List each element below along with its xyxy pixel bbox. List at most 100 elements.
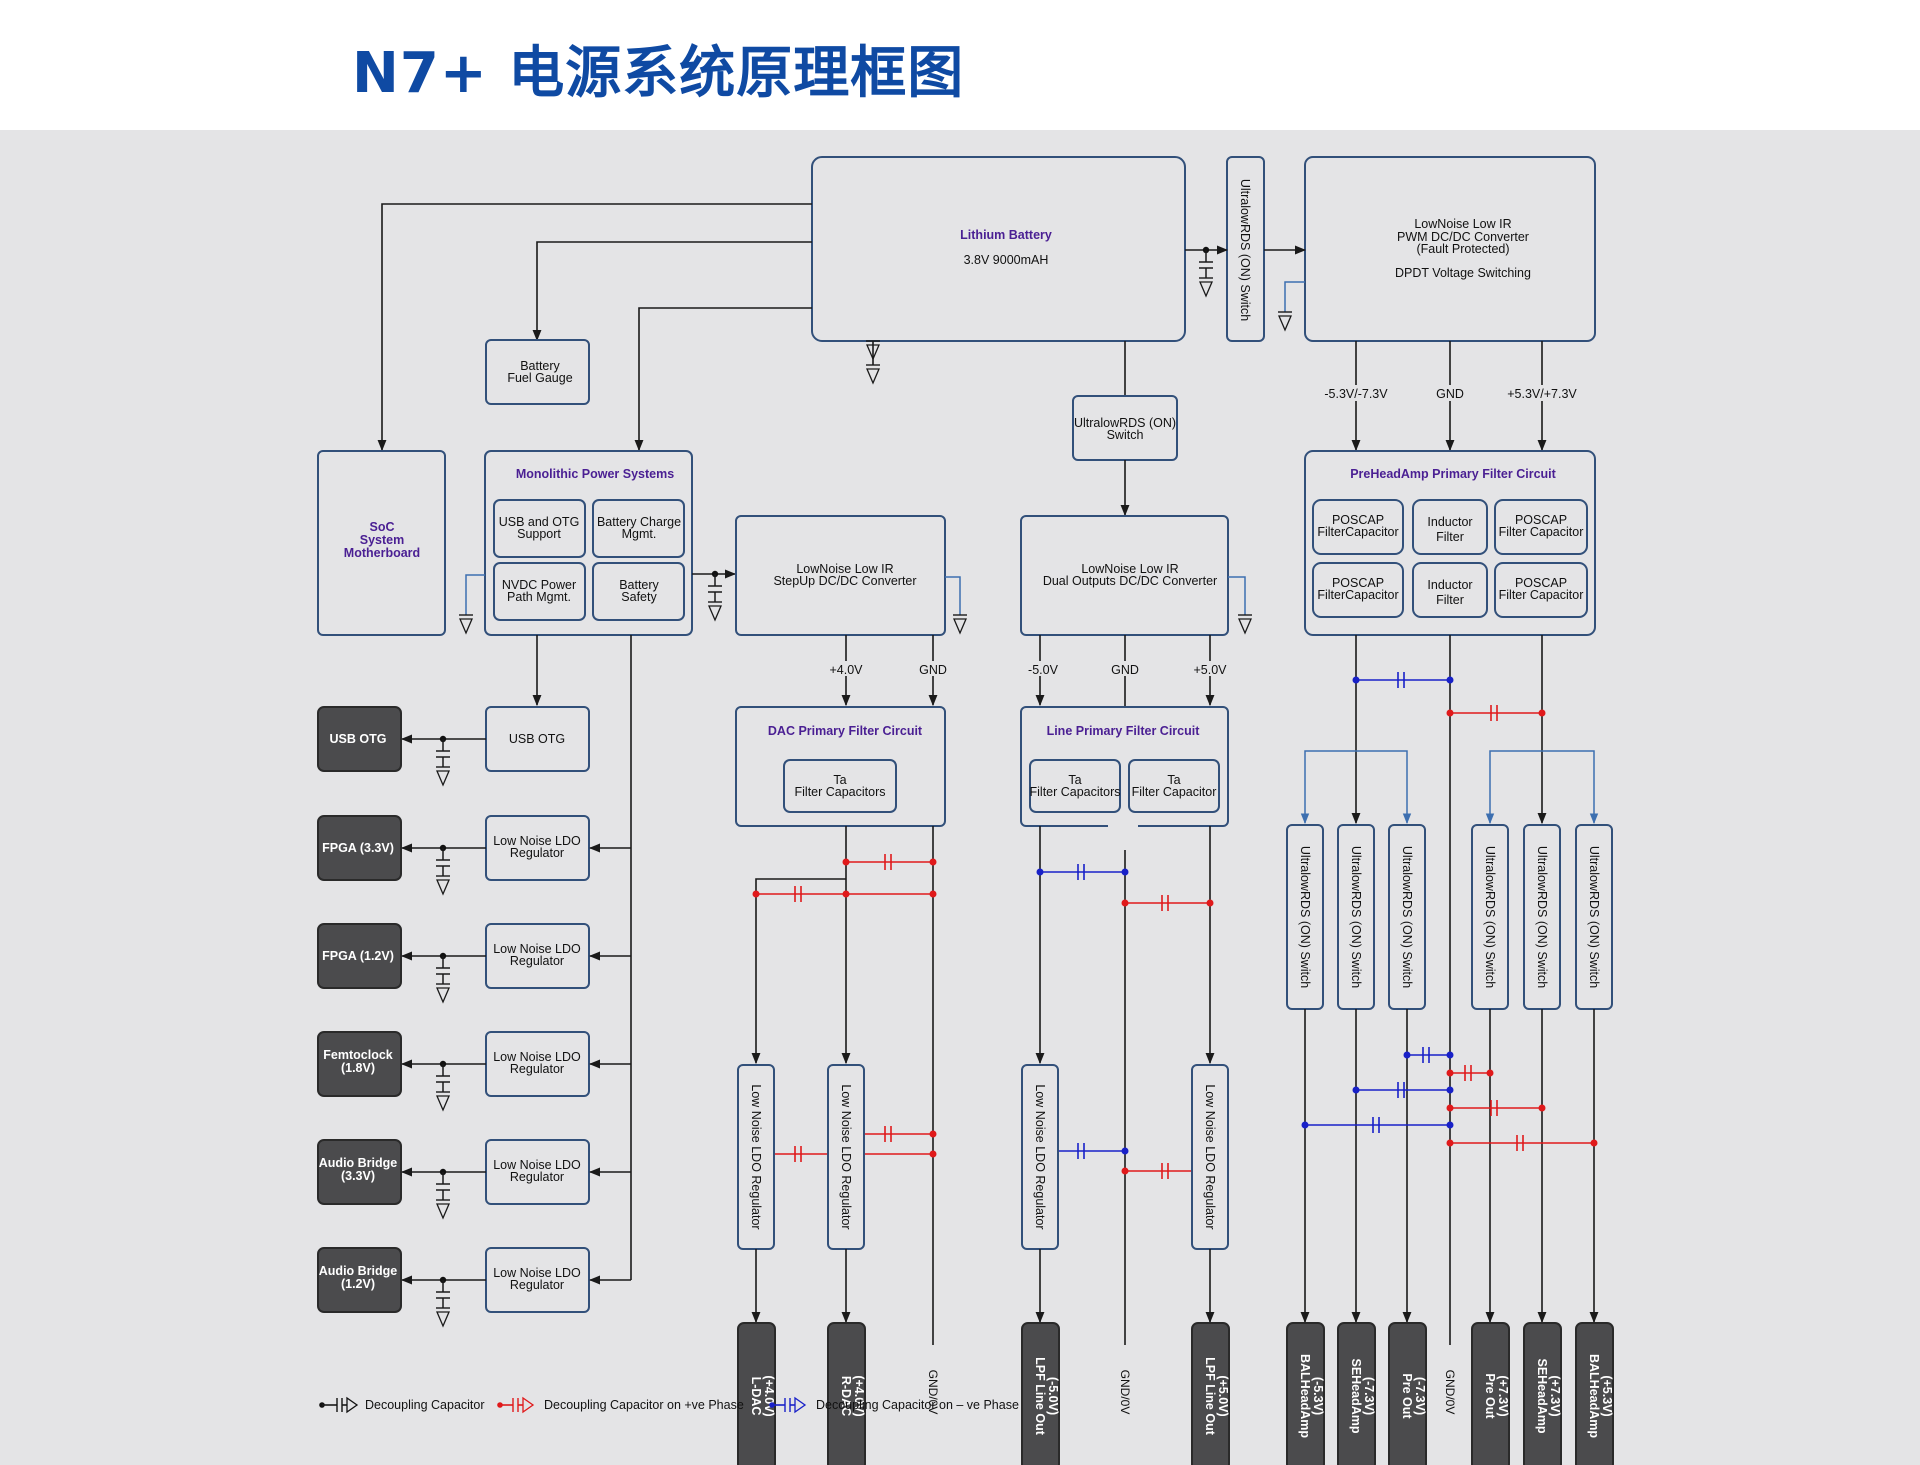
top-switch-label: UltralowRDS (ON) Switch <box>1238 179 1252 321</box>
svg-text:Safety: Safety <box>621 590 657 604</box>
svg-text:(-5.0V): (-5.0V) <box>1046 1377 1060 1415</box>
svg-text:FPGA (1.2V): FPGA (1.2V) <box>322 949 394 963</box>
svg-text:(+7.3V): (+7.3V) <box>1496 1375 1510 1416</box>
svg-text:Filter: Filter <box>1436 530 1464 544</box>
svg-text:Battery: Battery <box>520 359 560 373</box>
preheadamp-filter: PreHeadAmp Primary Filter Circuit POSCAP… <box>1304 450 1596 636</box>
svg-text:Low Noise LDO: Low Noise LDO <box>493 834 581 848</box>
svg-text:UltralowRDS (ON) Switch: UltralowRDS (ON) Switch <box>1535 846 1549 988</box>
svg-text:(+7.3V): (+7.3V) <box>1548 1375 1562 1416</box>
svg-text:GND: GND <box>1436 387 1464 401</box>
svg-text:Femtoclock: Femtoclock <box>323 1048 393 1062</box>
svg-text:Motherboard: Motherboard <box>344 546 420 560</box>
fuel-gauge: Battery Fuel Gauge <box>485 339 590 405</box>
svg-text:Switch: Switch <box>1107 428 1144 442</box>
switch-2: UltralowRDS (ON) Switch <box>1337 824 1375 1010</box>
svg-text:Low Noise LDO: Low Noise LDO <box>493 1050 581 1064</box>
out-se-neg: SEHeadAmp (-7.3V) <box>1337 1322 1376 1465</box>
svg-text:Filter Capacitor: Filter Capacitor <box>1499 525 1584 539</box>
svg-text:Pre Out: Pre Out <box>1483 1373 1497 1419</box>
svg-text:NVDC Power: NVDC Power <box>502 578 576 592</box>
pwm-line1: LowNoise Low IR <box>1414 217 1511 231</box>
left-output-audio-bridge-1v2: Audio Bridge (1.2V) <box>317 1247 402 1313</box>
svg-text:System: System <box>360 533 404 547</box>
svg-text:-5.0V: -5.0V <box>1028 663 1059 677</box>
switch-6: UltralowRDS (ON) Switch <box>1575 824 1613 1010</box>
svg-text:LowNoise Low IR: LowNoise Low IR <box>1081 562 1178 576</box>
svg-text:USB and OTG: USB and OTG <box>499 515 580 529</box>
svg-text:UltralowRDS (ON) Switch: UltralowRDS (ON) Switch <box>1349 846 1363 988</box>
svg-text:+5.0V: +5.0V <box>1193 663 1227 677</box>
svg-text:Low Noise LDO Regulator: Low Noise LDO Regulator <box>1203 1084 1217 1229</box>
svg-text:Dual Outputs DC/DC Converter: Dual Outputs DC/DC Converter <box>1043 574 1217 588</box>
svg-text:POSCAP: POSCAP <box>1332 576 1384 590</box>
svg-text:GND/0V: GND/0V <box>1443 1370 1457 1415</box>
pwm-converter: LowNoise Low IR PWM DC/DC Converter (Fau… <box>1304 156 1596 342</box>
svg-text:POSCAP: POSCAP <box>1515 513 1567 527</box>
battery-spec: 3.8V 9000mAH <box>964 253 1049 267</box>
svg-text:+4.0V: +4.0V <box>829 663 863 677</box>
svg-text:UltralowRDS (ON) Switch: UltralowRDS (ON) Switch <box>1483 846 1497 988</box>
page-title: N7+ 电源系统原理框图 <box>352 41 965 106</box>
switch-5: UltralowRDS (ON) Switch <box>1523 824 1561 1010</box>
out-lpf-pos: LPF Line Out (+5.0V) <box>1191 1322 1230 1465</box>
line-caps <box>1036 863 1214 1180</box>
svg-text:(+4.0V): (+4.0V) <box>762 1375 776 1416</box>
svg-text:GND/0V: GND/0V <box>1118 1370 1132 1415</box>
dac-filter: DAC Primary Filter Circuit Ta Filter Cap… <box>735 706 946 827</box>
ldo-audio-bridge-1v2: Low Noise LDO Regulator <box>485 1247 590 1313</box>
svg-text:Ta: Ta <box>833 773 846 787</box>
svg-text:GND: GND <box>1111 663 1139 677</box>
wire-battery-soc <box>377 203 812 452</box>
gnd-0v-label: GND/0V <box>926 1370 940 1415</box>
svg-text:LowNoise Low IR: LowNoise Low IR <box>796 562 893 576</box>
svg-text:Filter Capacitor: Filter Capacitor <box>1499 588 1584 602</box>
svg-text:Regulator: Regulator <box>510 846 564 860</box>
svg-text:PreHeadAmp Primary Filter Circ: PreHeadAmp Primary Filter Circuit <box>1350 467 1556 481</box>
svg-text:Filter: Filter <box>1436 593 1464 607</box>
svg-text:LPF Line Out: LPF Line Out <box>1033 1357 1047 1436</box>
svg-text:Filter Capacitors: Filter Capacitors <box>1030 785 1121 799</box>
svg-text:SoC: SoC <box>370 520 395 534</box>
out-bal-neg: BALHeadAmp (-5.3V) <box>1286 1322 1325 1465</box>
ldo-line-neg: Low Noise LDO Regulator <box>1021 1064 1059 1250</box>
svg-text:Low Noise LDO Regulator: Low Noise LDO Regulator <box>749 1084 763 1229</box>
out-bal-pos: BALHeadAmp (+5.3V) <box>1575 1322 1614 1465</box>
battery-block: Lithium Battery 3.8V 9000mAH <box>811 156 1186 342</box>
out-l-dac: L-DAC (+4.0V) <box>737 1322 776 1465</box>
power-diagram: Lithium Battery 3.8V 9000mAH UltralowRDS… <box>317 156 1614 1465</box>
ldo-line-pos: Low Noise LDO Regulator <box>1191 1064 1229 1250</box>
svg-text:USB OTG: USB OTG <box>509 732 565 746</box>
usb-otg-block: USB OTG <box>485 706 590 772</box>
soc-motherboard: SoC System Motherboard <box>317 450 446 636</box>
svg-text:Decoupling Capacitor: Decoupling Capacitor <box>365 1398 485 1412</box>
wire-battery-fuel <box>532 241 812 342</box>
svg-text:Pre Out: Pre Out <box>1400 1373 1414 1419</box>
svg-text:UltralowRDS (ON) Switch: UltralowRDS (ON) Switch <box>1400 846 1414 988</box>
svg-text:R-DAC: R-DAC <box>839 1376 853 1416</box>
left-output-fpga-3v3: FPGA (3.3V) <box>317 815 402 881</box>
svg-text:(1.8V): (1.8V) <box>341 1061 375 1075</box>
svg-text:+5.3V/+7.3V: +5.3V/+7.3V <box>1507 387 1577 401</box>
legend-negative: Decoupling Capacitor on – ve Phase <box>769 1396 1019 1414</box>
out-pre-neg: Pre Out (-7.3V) <box>1388 1322 1427 1465</box>
svg-text:FilterCapacitor: FilterCapacitor <box>1317 588 1398 602</box>
line-filter: Line Primary Filter Circuit Ta Filter Ca… <box>1020 706 1229 850</box>
ldo-l-dac: Low Noise LDO Regulator <box>737 1064 775 1250</box>
svg-text:L-DAC: L-DAC <box>749 1377 763 1416</box>
svg-text:Ta: Ta <box>1167 773 1180 787</box>
svg-text:Path Mgmt.: Path Mgmt. <box>507 590 571 604</box>
svg-text:Ta: Ta <box>1068 773 1081 787</box>
svg-text:Monolithic Power Systems: Monolithic Power Systems <box>516 467 674 481</box>
ldo-fpga-1v2: Low Noise LDO Regulator <box>485 923 590 989</box>
stepup-converter: LowNoise Low IR StepUp DC/DC Converter <box>735 515 946 636</box>
wire-battery-mps <box>634 307 812 452</box>
svg-text:Mgmt.: Mgmt. <box>622 527 657 541</box>
svg-text:(-7.3V): (-7.3V) <box>1362 1377 1376 1415</box>
svg-text:(+4.0V): (+4.0V) <box>852 1375 866 1416</box>
monolithic-power-systems: Monolithic Power Systems USB and OTG Sup… <box>484 450 693 636</box>
ldo-r-dac: Low Noise LDO Regulator <box>827 1064 865 1250</box>
svg-text:(-5.3V): (-5.3V) <box>1311 1377 1325 1415</box>
dual-converter: LowNoise Low IR Dual Outputs DC/DC Conve… <box>1020 515 1229 636</box>
